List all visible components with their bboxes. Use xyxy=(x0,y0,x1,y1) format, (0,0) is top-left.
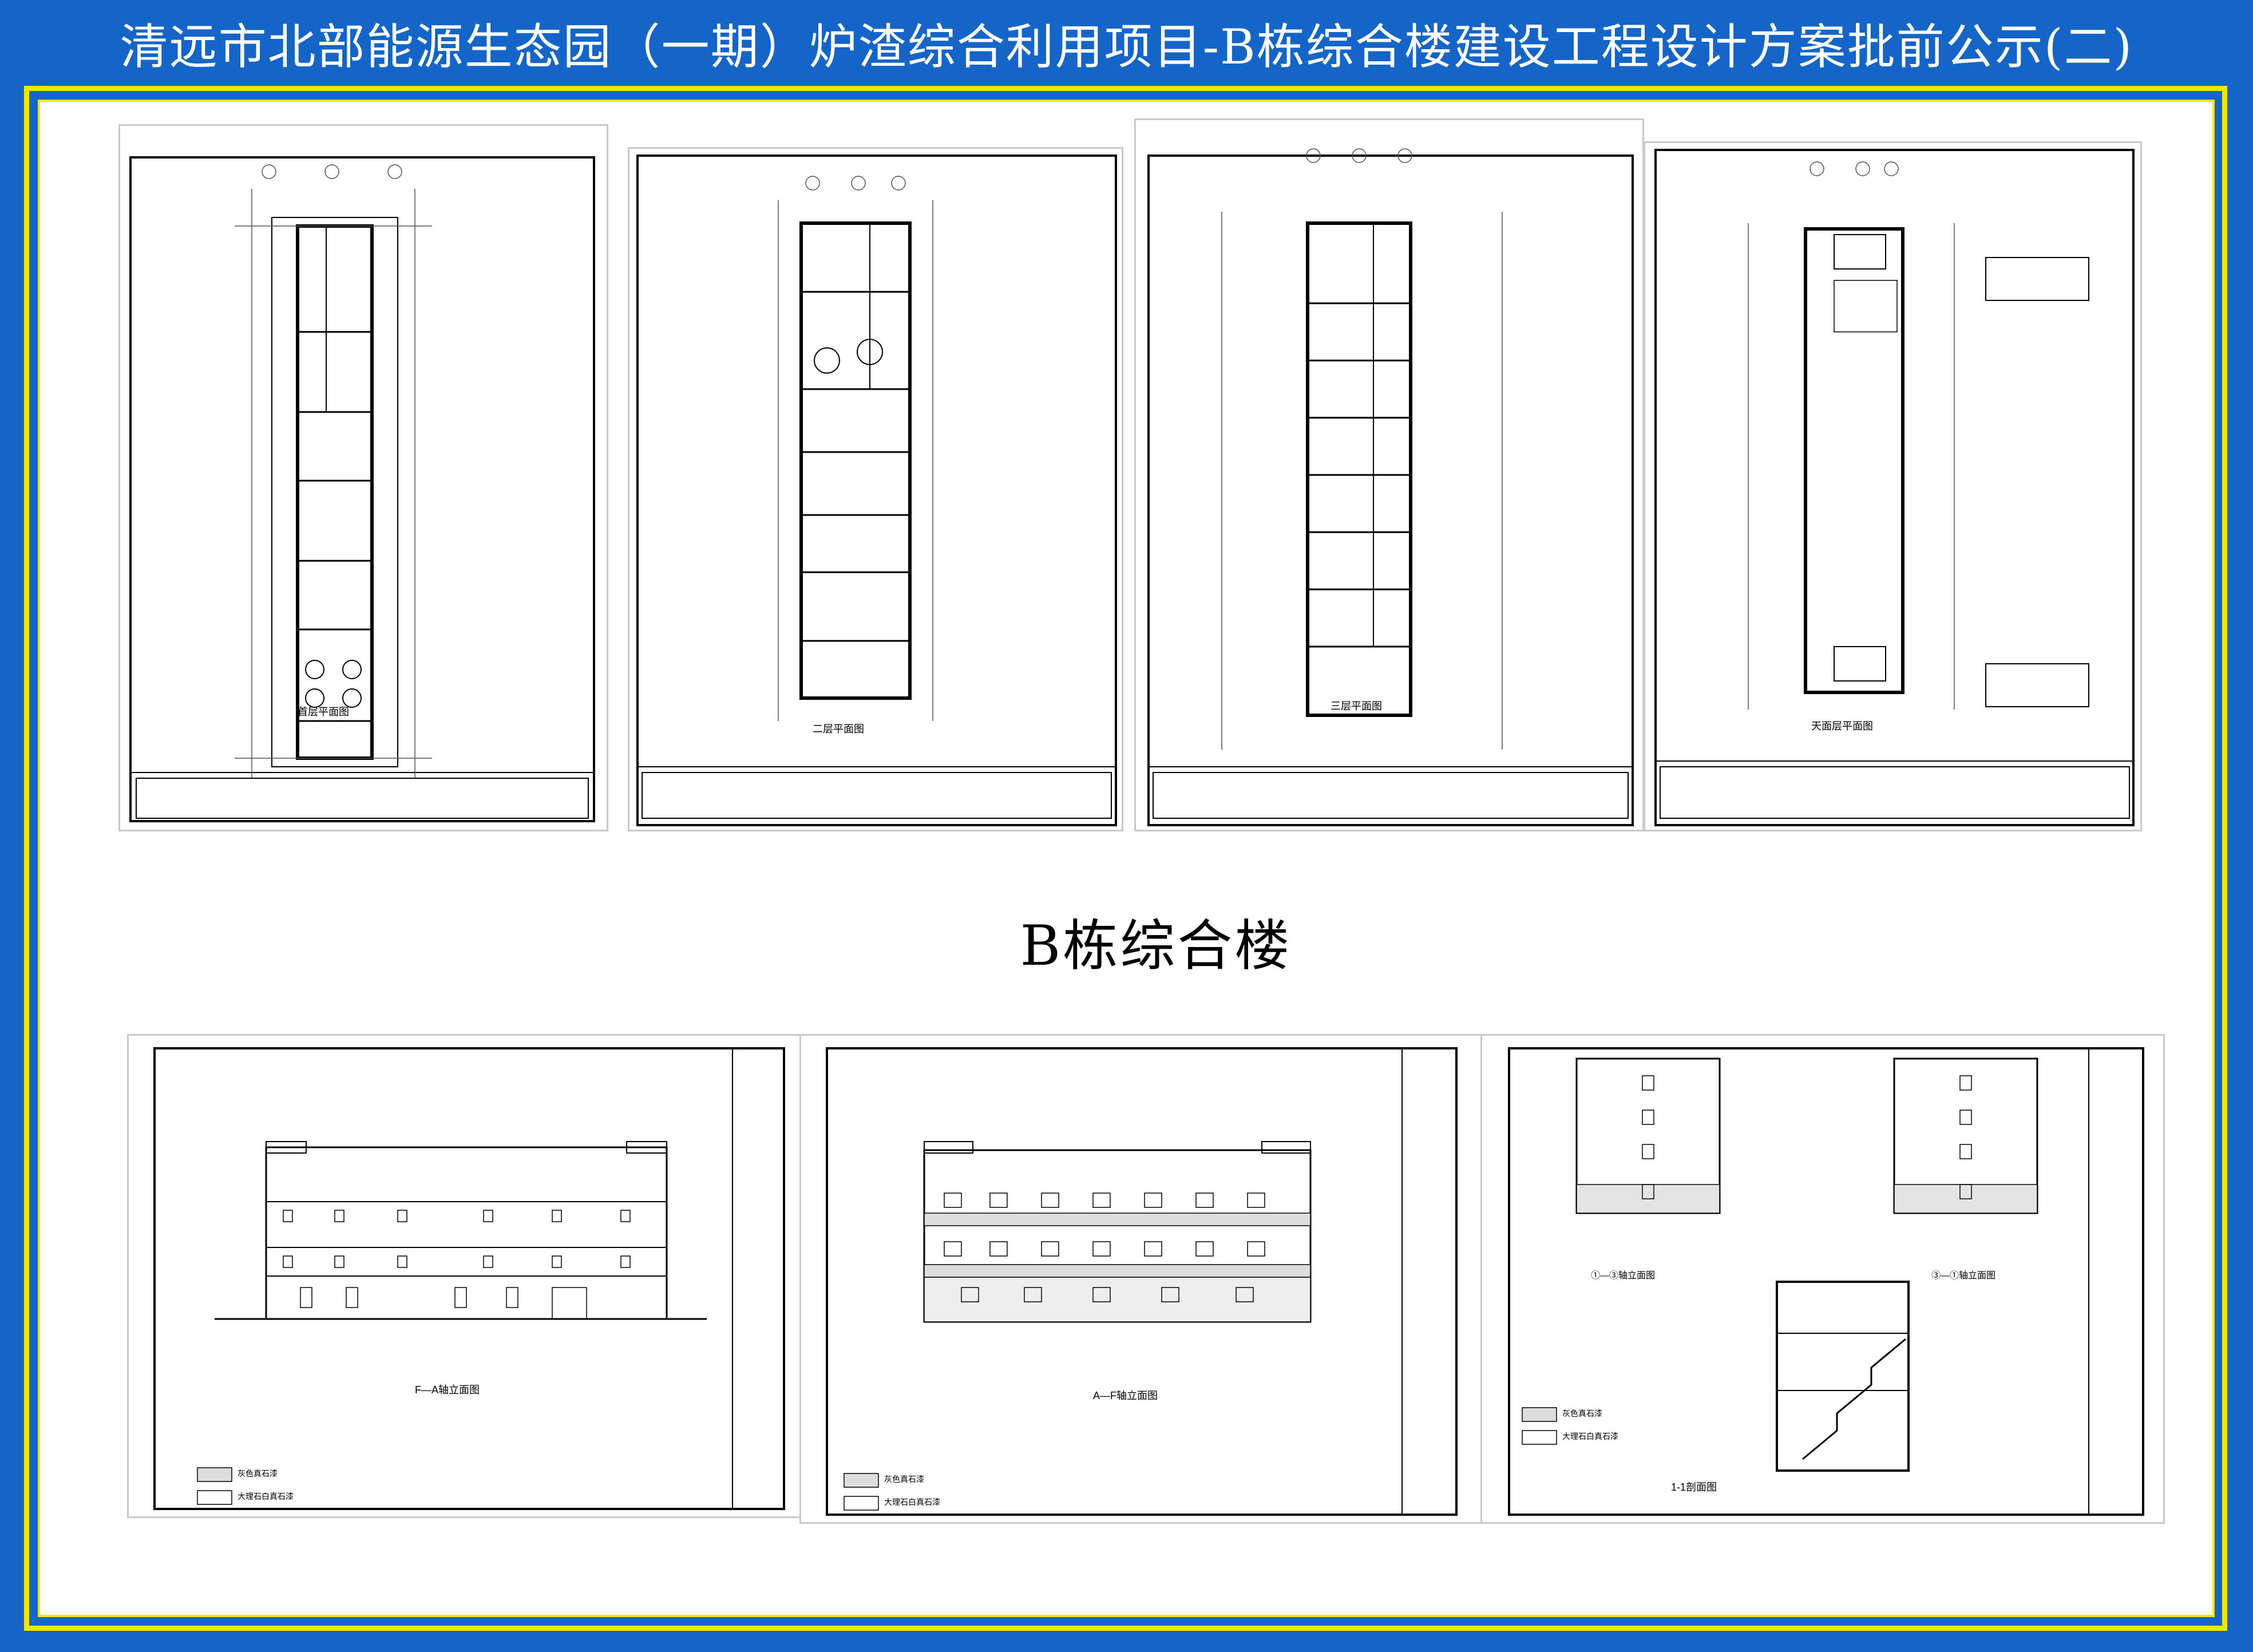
second-floor-plan-drawing xyxy=(636,154,1117,826)
a-f-elevation-drawing xyxy=(826,1047,1458,1516)
legend-white-paint: 大理石白真石漆 xyxy=(1562,1432,1618,1441)
legend-gray-paint: 灰色真石漆 xyxy=(237,1469,278,1478)
plan-sheet-1: 首层平面图 xyxy=(120,126,607,830)
third-floor-plan-drawing xyxy=(1147,148,1634,826)
elevation-sheet-1: F—A轴立面图 灰色真石漆 大理石白真石漆 xyxy=(129,1036,801,1516)
ground-floor-plan-drawing xyxy=(129,156,595,822)
legend-white-paint: 大理石白真石漆 xyxy=(884,1498,940,1507)
elevation-caption: A—F轴立面图 xyxy=(1093,1390,1158,1401)
elevation-sheet-3: ①—③轴立面图 ③—①轴立面图 1-1剖面图 灰色真石漆 大理石白真石漆 xyxy=(1482,1036,2163,1522)
plan-sheet-4: 天面层平面图 xyxy=(1645,143,2140,830)
f-a-elevation-drawing xyxy=(153,1047,785,1510)
legend-white-paint: 大理石白真石漆 xyxy=(237,1492,294,1501)
elevation-caption-right: ③—①轴立面图 xyxy=(1931,1271,1996,1281)
plan-sheet-3: 三层平面图 xyxy=(1136,120,1642,830)
roof-plan-drawing xyxy=(1654,149,2135,826)
plan-caption: 天面层平面图 xyxy=(1811,720,1873,732)
section-caption: 1-1剖面图 xyxy=(1671,1481,1717,1493)
legend-gray-paint: 灰色真石漆 xyxy=(1562,1409,1602,1418)
plan-caption: 二层平面图 xyxy=(813,723,864,735)
plan-caption: 三层平面图 xyxy=(1331,700,1382,712)
legend-gray-paint: 灰色真石漆 xyxy=(884,1475,924,1484)
plan-caption: 首层平面图 xyxy=(298,706,349,718)
elevation-caption: F—A轴立面图 xyxy=(415,1384,480,1396)
side-elevation-section-drawing xyxy=(1508,1047,2144,1516)
elevation-caption-left: ①—③轴立面图 xyxy=(1591,1271,1656,1281)
outer-frame xyxy=(24,86,2227,1631)
plan-sheet-2: 二层平面图 xyxy=(629,149,1122,830)
page-title: 清远市北部能源生态园（一期）炉渣综合利用项目-B栋综合楼建设工程设计方案批前公示… xyxy=(120,18,2133,75)
elevation-sheet-2: A—F轴立面图 灰色真石漆 大理石白真石漆 xyxy=(801,1036,1482,1522)
building-label: B栋综合楼 xyxy=(1020,914,1292,978)
